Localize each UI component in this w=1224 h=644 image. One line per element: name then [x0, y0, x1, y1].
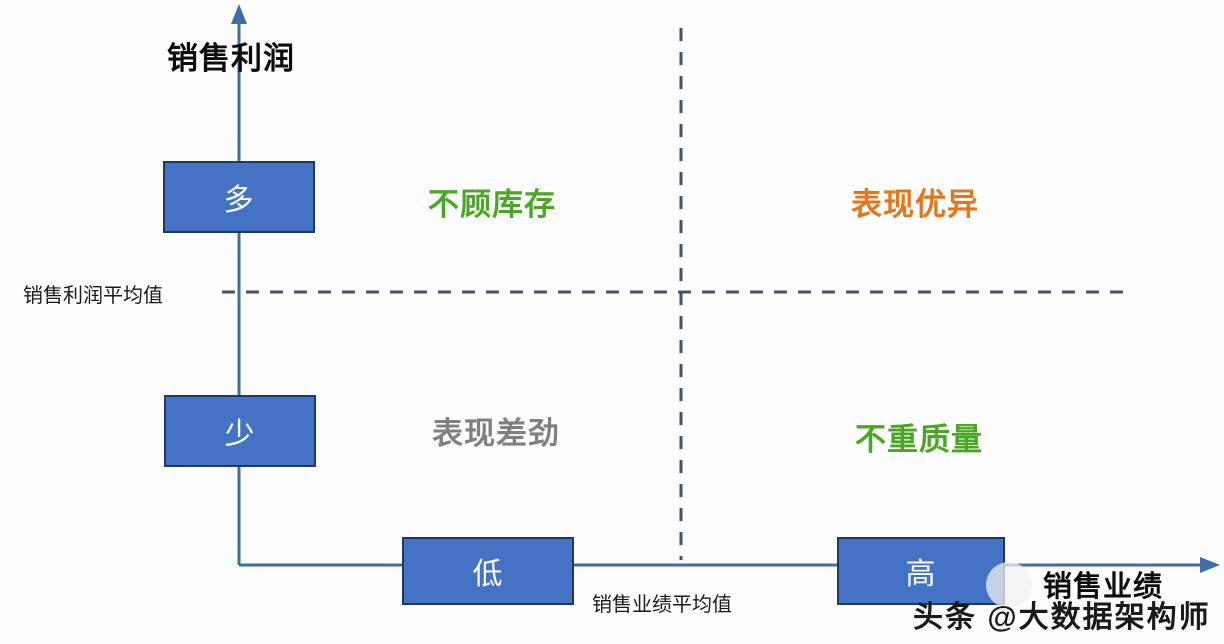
- y-axis-title: 销售利润: [167, 41, 295, 76]
- y-mean-reference-label: 销售利润平均值: [23, 285, 163, 307]
- y-axis-arrowhead: [231, 4, 247, 24]
- watermark-text: 头条 @大数据架构师: [913, 601, 1211, 634]
- x-axis-arrowhead: [1200, 557, 1220, 573]
- x-mean-reference-label: 销售业绩平均值: [592, 594, 732, 616]
- x-axis-title: 销售业绩: [1043, 571, 1164, 603]
- scale-box-y-high: 多: [163, 161, 315, 233]
- scale-box-x-high: 高: [837, 537, 1005, 605]
- scale-box-x-low: 低: [402, 537, 574, 605]
- scale-box-y-low: 少: [164, 395, 316, 467]
- quadrant-label-top-left: 不顾库存: [428, 187, 556, 222]
- quadrant-label-top-right: 表现优异: [851, 187, 979, 222]
- quadrant-label-bottom-right: 不重质量: [855, 422, 983, 457]
- watermark-logo-icon: [986, 562, 1032, 608]
- quadrant-label-bottom-left: 表现差劲: [432, 416, 560, 451]
